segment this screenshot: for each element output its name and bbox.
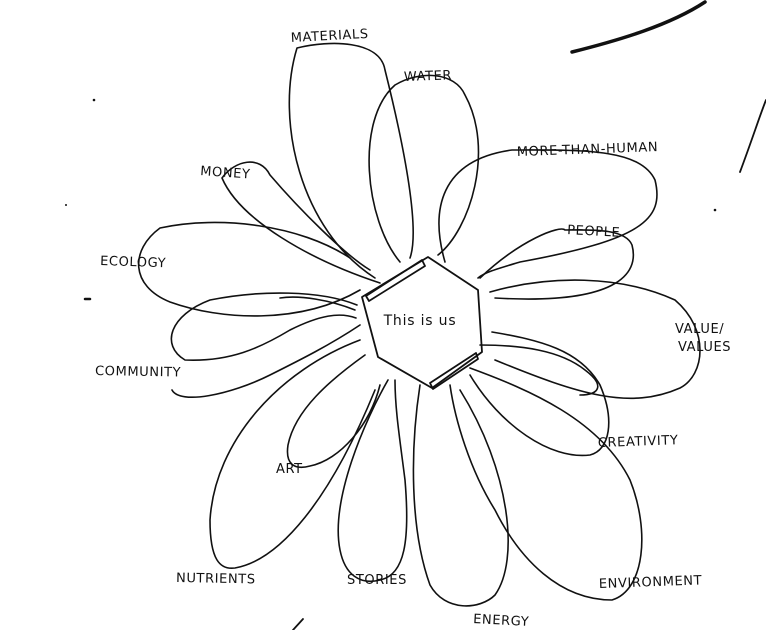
- petal-loop-community-outer: [171, 324, 361, 398]
- petal-loop-community: [170, 292, 358, 361]
- stray-dot: [92, 98, 96, 102]
- petal-loop-creativity: [469, 331, 610, 457]
- stray-dot: [713, 208, 717, 212]
- stray-dot: [65, 204, 67, 206]
- petal-loop-energy: [412, 384, 509, 607]
- hexagon-shade-bottom: [429, 352, 479, 390]
- center-label: This is us: [383, 313, 457, 329]
- label-energy: Energy: [473, 612, 530, 630]
- petal-loop-money: [221, 161, 381, 284]
- petal-loop-water: [368, 74, 480, 263]
- petal-loop-materials: [288, 42, 414, 279]
- petal-loop-nutrients: [209, 339, 376, 569]
- petal-labels: Materials Water More-than-human Money Pe…: [95, 27, 731, 630]
- petal-loop-inner-right: [479, 344, 599, 396]
- label-people: People: [567, 223, 621, 241]
- label-creativity: Creativity: [598, 433, 679, 451]
- stray-stroke-right: [739, 99, 766, 173]
- center-hexagon: This is us: [361, 256, 483, 390]
- label-materials: Materials: [290, 27, 369, 46]
- label-more-than-human: More-than-human: [517, 140, 659, 160]
- label-art: Art: [276, 462, 303, 477]
- petal-loop-environment: [449, 367, 643, 601]
- label-water: Water: [404, 68, 453, 85]
- petal-loops: [137, 42, 701, 607]
- stray-stroke-bottom: [292, 618, 304, 631]
- label-stories: Stories: [347, 573, 407, 588]
- petal-loop-people: [479, 228, 635, 300]
- petal-loop-inner-left: [279, 296, 356, 311]
- label-ecology: Ecology: [100, 254, 167, 271]
- label-community: Community: [95, 364, 181, 381]
- stray-marks: [65, 0, 766, 631]
- petal-loop-stories: [337, 379, 408, 582]
- label-money: Money: [200, 164, 251, 182]
- label-value-line2: Values: [678, 340, 731, 355]
- petal-loop-more-than-human: [438, 149, 658, 279]
- stray-stroke-top-right: [570, 0, 707, 54]
- label-environment: Environment: [599, 573, 703, 592]
- label-value-line1: Value/: [675, 322, 724, 337]
- petal-loop-ecology: [137, 221, 361, 317]
- hexagon-shade-top: [365, 259, 426, 302]
- label-nutrients: Nutrients: [176, 571, 256, 587]
